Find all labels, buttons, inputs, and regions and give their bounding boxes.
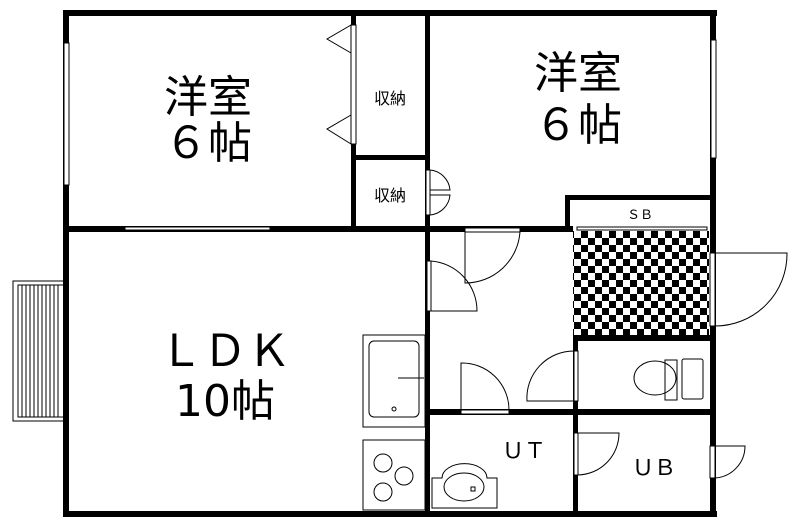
- room1-name: 洋室: [164, 72, 252, 123]
- shoe-box-label: ＳＢ: [627, 208, 653, 223]
- stove-icon: [362, 439, 426, 511]
- closet-lower-label: 収納: [374, 186, 406, 205]
- entrance-floor: [573, 231, 709, 336]
- ldk-size: 10帖: [175, 376, 275, 427]
- door-utility: [460, 362, 510, 415]
- door-ldk: [426, 260, 478, 312]
- closet-lower-door: [425, 169, 451, 216]
- door-toilet: [526, 350, 579, 402]
- kitchen-sink-icon: [362, 334, 426, 428]
- door-bath: [573, 432, 620, 476]
- ldk-name: ＬＤＫ: [159, 326, 291, 377]
- window-east: [710, 39, 717, 159]
- door-entrance[interactable]: [709, 252, 788, 327]
- utility-label: ＵＴ: [502, 439, 546, 464]
- room1-size: ６帖: [164, 118, 252, 169]
- shoe-box-door: [576, 226, 708, 231]
- toilet-icon: [633, 358, 704, 401]
- washbasin-icon: [431, 463, 498, 509]
- window-sliding-door: [124, 226, 271, 231]
- balcony: [12, 280, 67, 422]
- room2-size: ６帖: [534, 100, 622, 151]
- door-bath-window: [709, 445, 746, 479]
- door-room2: [464, 227, 521, 284]
- closet-upper-label: 収納: [374, 89, 406, 108]
- closet-folding-door: [326, 24, 357, 145]
- room2-name: 洋室: [534, 48, 622, 99]
- window-west: [63, 42, 70, 186]
- bath-label: ＵＢ: [632, 456, 676, 481]
